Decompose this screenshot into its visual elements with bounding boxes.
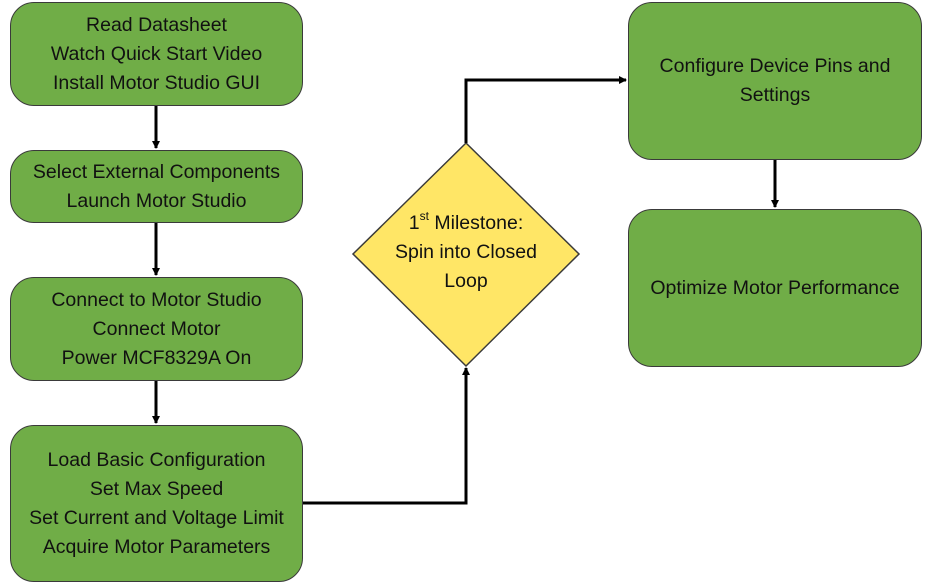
step-line: Settings [739, 84, 811, 106]
step-optimize-performance: Optimize Motor Performance [628, 209, 922, 367]
step-line: Power MCF8329A On [61, 346, 252, 369]
milestone-title-line: 1st Milestone: [368, 209, 564, 238]
step-connect: Connect to Motor Studio Connect Motor Po… [10, 277, 303, 381]
milestone-label: 1st Milestone: Spin into Closed Loop [368, 209, 564, 296]
step-line: Watch Quick Start Video [50, 42, 263, 65]
step-line: Set Current and Voltage Limit [29, 506, 284, 529]
step-line: Load Basic Configuration [47, 448, 266, 471]
step-line: Connect Motor [92, 317, 221, 340]
step-line: Install Motor Studio GUI [53, 71, 260, 94]
milestone-number: 1 [408, 212, 420, 234]
step-load-configuration: Load Basic Configuration Set Max Speed S… [10, 425, 303, 582]
step-read-datasheet: Read Datasheet Watch Quick Start Video I… [10, 2, 303, 106]
step-select-components: Select External Components Launch Motor … [10, 150, 303, 223]
step-line: Set Max Speed [89, 477, 224, 500]
step-line: Read Datasheet [86, 13, 227, 36]
step-line: Configure Device Pins and [659, 55, 891, 77]
milestone-title: Milestone: [434, 212, 524, 234]
milestone-line: Spin into Closed [394, 241, 537, 263]
milestone-line: Loop [444, 270, 488, 292]
milestone-ordinal: st [419, 208, 429, 223]
step-line: Launch Motor Studio [66, 189, 247, 212]
arrow-milestone-to-configure [464, 76, 627, 143]
step-configure-pins: Configure Device Pins and Settings [628, 2, 922, 160]
step-line: Acquire Motor Parameters [42, 535, 271, 558]
step-line: Select External Components [32, 160, 281, 183]
arrow-step4-to-milestone [303, 367, 470, 505]
step-line: Connect to Motor Studio [51, 288, 262, 311]
milestone-diamond [351, 141, 581, 368]
step-line: Optimize Motor Performance [650, 276, 900, 299]
